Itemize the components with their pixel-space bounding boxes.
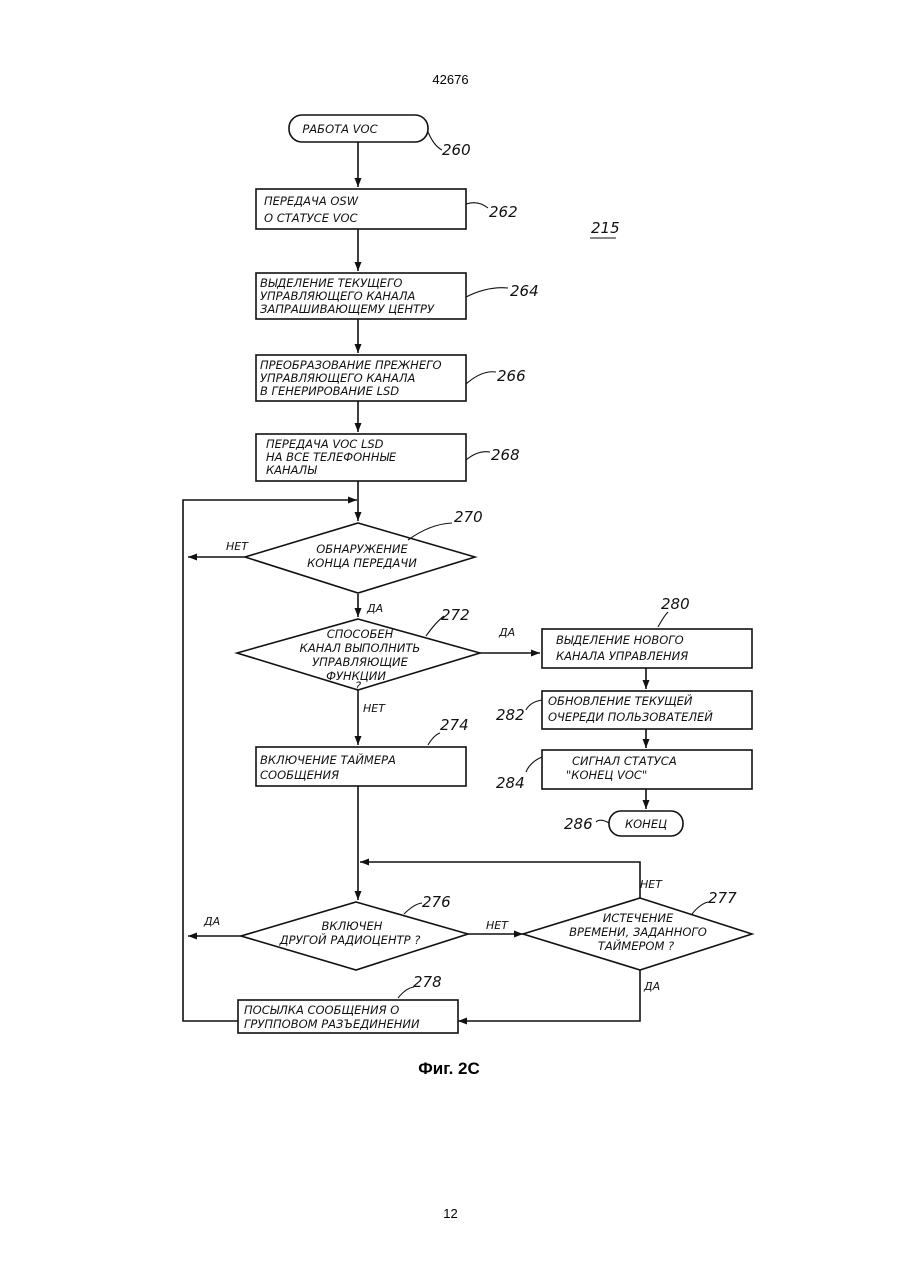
figure-caption: Фиг. 2С (418, 1059, 480, 1078)
svg-text:ВКЛЮЧЕН: ВКЛЮЧЕН (322, 919, 383, 933)
svg-text:КОНЦА ПЕРЕДАЧИ: КОНЦА ПЕРЕДАЧИ (307, 556, 417, 570)
svg-text:КОНЕЦ: КОНЕЦ (625, 817, 667, 831)
svg-text:ПОСЫЛКА СООБЩЕНИЯ О: ПОСЫЛКА СООБЩЕНИЯ О (244, 1003, 399, 1017)
ref-268: 268 (491, 446, 520, 464)
svg-text:ВЫДЕЛЕНИЕ ТЕКУЩЕГО: ВЫДЕЛЕНИЕ ТЕКУЩЕГО (260, 276, 402, 290)
label-276-yes: ДА (203, 915, 220, 928)
ref-260: 260 (442, 141, 471, 159)
label-272-yes: ДА (498, 626, 515, 639)
svg-text:В ГЕНЕРИРОВАНИЕ LSD: В ГЕНЕРИРОВАНИЕ LSD (260, 384, 399, 398)
svg-text:КАНАЛА УПРАВЛЕНИЯ: КАНАЛА УПРАВЛЕНИЯ (556, 649, 688, 663)
ref-272: 272 (441, 606, 470, 624)
svg-text:УПРАВЛЯЮЩЕГО КАНАЛА: УПРАВЛЯЮЩЕГО КАНАЛА (260, 289, 416, 303)
node-260-start: РАБОТА VOC 260 (289, 115, 471, 159)
page-number: 12 (0, 1206, 901, 1221)
ref-280: 280 (661, 595, 690, 613)
svg-text:ИСТЕЧЕНИЕ: ИСТЕЧЕНИЕ (603, 911, 674, 925)
svg-text:О СТАТУСЕ VOC: О СТАТУСЕ VOC (264, 211, 358, 225)
svg-text:ПРЕОБРАЗОВАНИЕ ПРЕЖНЕГО: ПРЕОБРАЗОВАНИЕ ПРЕЖНЕГО (260, 358, 442, 372)
svg-text:ОЧЕРЕДИ ПОЛЬЗОВАТЕЛЕЙ: ОЧЕРЕДИ ПОЛЬЗОВАТЕЛЕЙ (548, 709, 713, 724)
svg-text:ПЕРЕДАЧА OSW: ПЕРЕДАЧА OSW (264, 194, 359, 208)
label-277-yes: ДА (643, 980, 660, 993)
node-276-decision: ВКЛЮЧЕН ДРУГОЙ РАДИОЦЕНТР ? 276 (241, 893, 468, 970)
ref-282: 282 (496, 706, 525, 724)
node-286-end: КОНЕЦ 286 (564, 811, 683, 836)
svg-text:УПРАВЛЯЮЩЕГО КАНАЛА: УПРАВЛЯЮЩЕГО КАНАЛА (260, 371, 416, 385)
svg-text:ПЕРЕДАЧА VOC LSD: ПЕРЕДАЧА VOC LSD (266, 437, 384, 451)
svg-text:ДРУГОЙ РАДИОЦЕНТР ?: ДРУГОЙ РАДИОЦЕНТР ? (279, 932, 421, 947)
node-262-process: ПЕРЕДАЧА OSW О СТАТУСЕ VOC 262 (256, 189, 518, 229)
svg-text:СПОСОБЕН: СПОСОБЕН (327, 627, 394, 641)
svg-text:КАНАЛЫ: КАНАЛЫ (266, 463, 317, 477)
node-268-process: ПЕРЕДАЧА VOC LSD НА ВСЕ ТЕЛЕФОННЫЕ КАНАЛ… (256, 434, 520, 481)
label-276-no: НЕТ (486, 919, 509, 932)
ref-286: 286 (564, 815, 593, 833)
svg-text:УПРАВЛЯЮЩИЕ: УПРАВЛЯЮЩИЕ (312, 655, 409, 669)
diagram-id: 215 (591, 219, 620, 237)
label-277-no: НЕТ (640, 878, 663, 891)
svg-text:ОБНОВЛЕНИЕ ТЕКУЩЕЙ: ОБНОВЛЕНИЕ ТЕКУЩЕЙ (548, 693, 693, 708)
svg-text:ВРЕМЕНИ, ЗАДАННОГО: ВРЕМЕНИ, ЗАДАННОГО (569, 925, 707, 939)
svg-text:НА ВСЕ ТЕЛЕФОННЫЕ: НА ВСЕ ТЕЛЕФОННЫЕ (266, 450, 397, 464)
node-277-decision: ИСТЕЧЕНИЕ ВРЕМЕНИ, ЗАДАННОГО ТАЙМЕРОМ ? … (523, 889, 752, 970)
node-284-process: СИГНАЛ СТАТУСА "КОНЕЦ VOC" 284 (496, 750, 752, 792)
ref-274: 274 (440, 716, 469, 734)
ref-277: 277 (708, 889, 737, 907)
svg-text:ОБНАРУЖЕНИЕ: ОБНАРУЖЕНИЕ (316, 542, 408, 556)
svg-text:ЗАПРАШИВАЮЩЕМУ ЦЕНТРУ: ЗАПРАШИВАЮЩЕМУ ЦЕНТРУ (260, 302, 435, 316)
ref-276: 276 (422, 893, 451, 911)
svg-text:СООБЩЕНИЯ: СООБЩЕНИЯ (260, 768, 339, 782)
ref-278: 278 (413, 973, 442, 991)
svg-text:СИГНАЛ СТАТУСА: СИГНАЛ СТАТУСА (572, 754, 677, 768)
label-270-no: НЕТ (226, 540, 249, 553)
ref-284: 284 (496, 774, 525, 792)
node-266-process: ПРЕОБРАЗОВАНИЕ ПРЕЖНЕГО УПРАВЛЯЮЩЕГО КАН… (256, 355, 526, 401)
label-270-yes: ДА (366, 602, 383, 615)
ref-270: 270 (454, 508, 483, 526)
node-282-process: ОБНОВЛЕНИЕ ТЕКУЩЕЙ ОЧЕРЕДИ ПОЛЬЗОВАТЕЛЕЙ… (496, 691, 752, 729)
node-270-decision: ОБНАРУЖЕНИЕ КОНЦА ПЕРЕДАЧИ 270 (245, 508, 483, 593)
node-272-decision: СПОСОБЕН КАНАЛ ВЫПОЛНИТЬ УПРАВЛЯЮЩИЕ ФУН… (237, 606, 480, 693)
label-272-no: НЕТ (363, 702, 386, 715)
ref-262: 262 (489, 203, 518, 221)
svg-text:КАНАЛ ВЫПОЛНИТЬ: КАНАЛ ВЫПОЛНИТЬ (300, 641, 421, 655)
edge-277-no (360, 862, 640, 898)
svg-text:ТАЙМЕРОМ ?: ТАЙМЕРОМ ? (598, 938, 674, 953)
svg-text:"КОНЕЦ VOC": "КОНЕЦ VOC" (566, 768, 647, 782)
node-264-process: ВЫДЕЛЕНИЕ ТЕКУЩЕГО УПРАВЛЯЮЩЕГО КАНАЛА З… (256, 273, 539, 319)
node-280-process: ВЫДЕЛЕНИЕ НОВОГО КАНАЛА УПРАВЛЕНИЯ 280 (542, 595, 752, 668)
svg-text:ГРУППОВОМ РАЗЪЕДИНЕНИИ: ГРУППОВОМ РАЗЪЕДИНЕНИИ (244, 1017, 420, 1031)
svg-text:ВКЛЮЧЕНИЕ ТАЙМЕРА: ВКЛЮЧЕНИЕ ТАЙМЕРА (260, 752, 396, 767)
node-274-process: ВКЛЮЧЕНИЕ ТАЙМЕРА СООБЩЕНИЯ 274 (256, 716, 469, 786)
ref-266: 266 (497, 367, 526, 385)
node-278-process: ПОСЫЛКА СООБЩЕНИЯ О ГРУППОВОМ РАЗЪЕДИНЕН… (238, 973, 458, 1033)
ref-264: 264 (510, 282, 539, 300)
edge-277-yes (458, 970, 640, 1021)
svg-text:ВЫДЕЛЕНИЕ НОВОГО: ВЫДЕЛЕНИЕ НОВОГО (556, 633, 684, 647)
node-260-text: РАБОТА VOC (302, 122, 377, 136)
node-272-qmark: ? (355, 679, 361, 693)
